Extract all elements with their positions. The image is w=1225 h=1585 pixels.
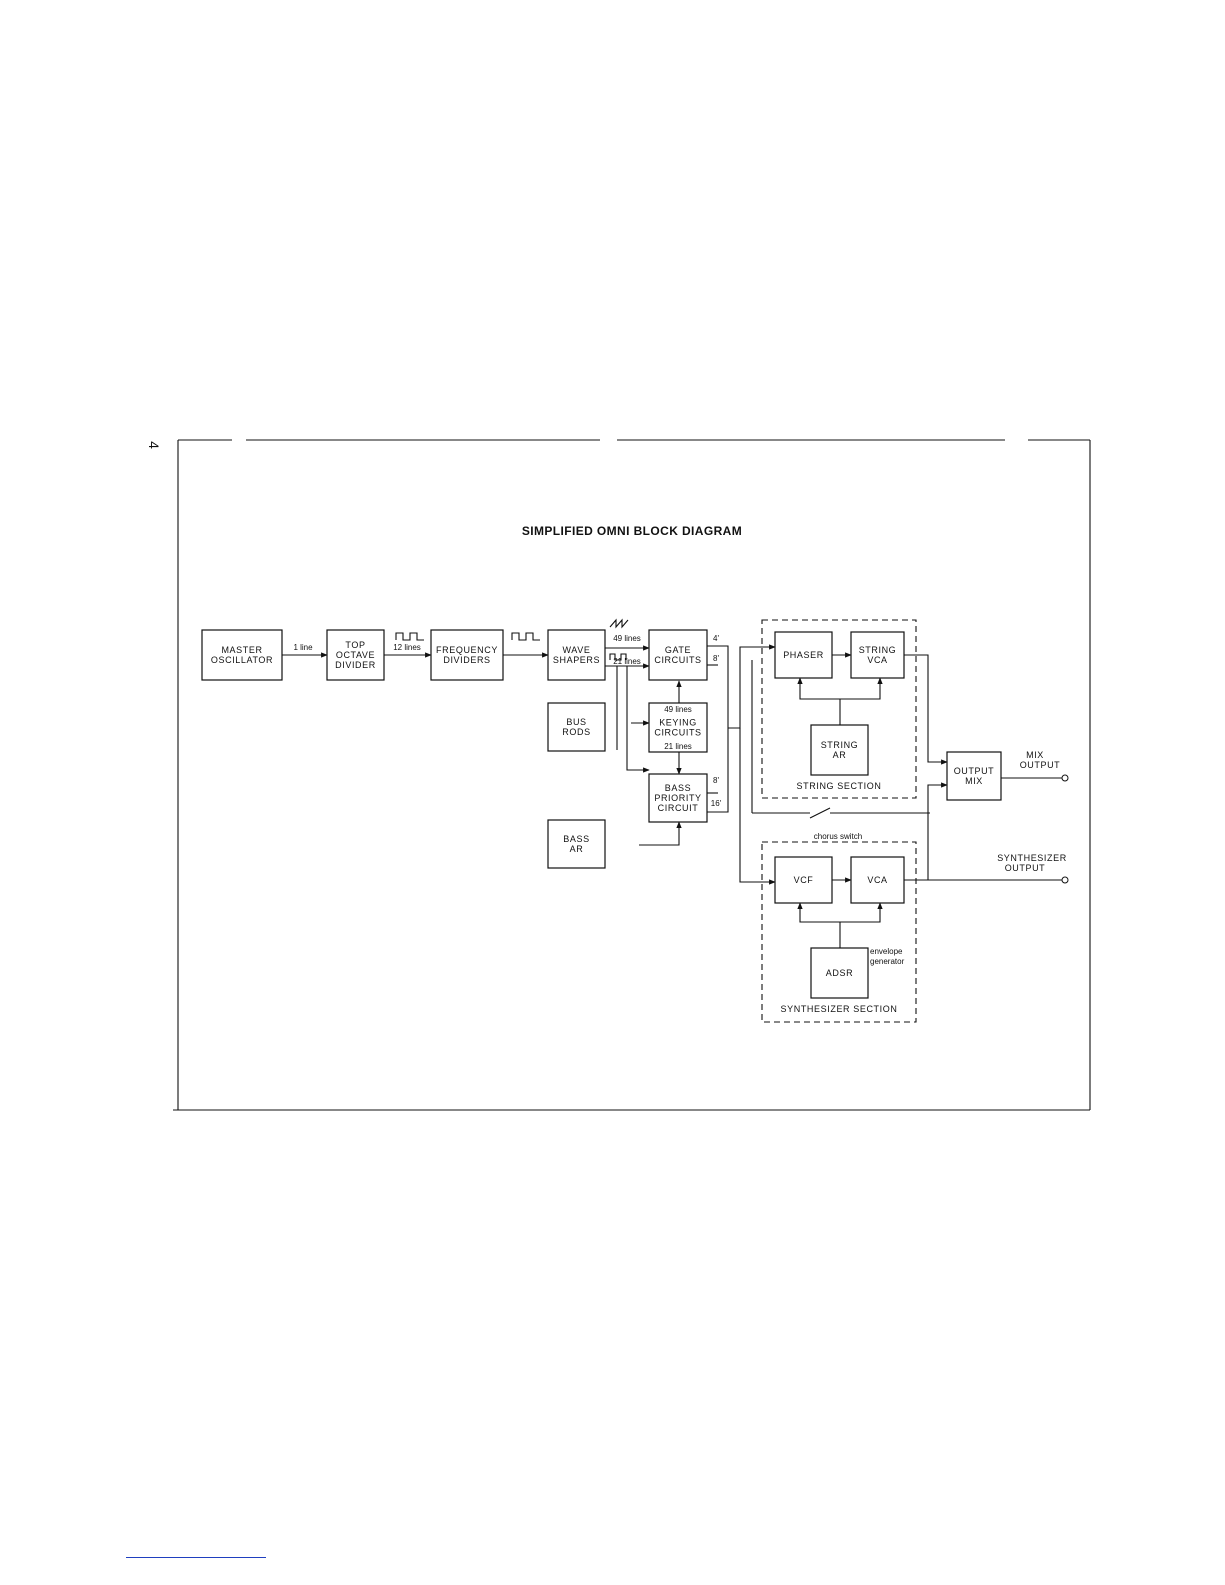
top-octave-divider-label: DIVIDER <box>335 660 376 670</box>
string-vca-label: VCA <box>867 655 887 665</box>
top-octave-divider-label: OCTAVE <box>336 650 375 660</box>
bass-priority-circuit-label: BASS <box>665 783 691 793</box>
section-labels-string-section-label: STRING SECTION <box>797 781 882 791</box>
bass-ar-label: AR <box>570 844 584 854</box>
footer-rule <box>126 1557 266 1558</box>
connections <box>282 644 1069 948</box>
outputs-synthesizer-output-0-label: SYNTHESIZER <box>997 853 1067 863</box>
diagram-frame <box>173 439 1091 1111</box>
master-oscillator-label: OSCILLATOR <box>211 655 273 665</box>
output-mix-label: MIX <box>965 776 983 786</box>
phaser-block: PHASER <box>774 631 833 679</box>
keying-circuits-label: KEYING <box>659 718 697 728</box>
vcf-block: VCF <box>774 856 833 904</box>
gate-circuits-label: GATE <box>665 645 691 655</box>
diagram-title: SIMPLIFIED OMNI BLOCK DIAGRAM <box>522 524 742 538</box>
line-labels-forty-nine-lines-top-label: 49 lines <box>613 634 641 643</box>
gate-circuits-label: CIRCUITS <box>654 655 701 665</box>
bass-priority-circuit-label: PRIORITY <box>654 793 701 803</box>
section-labels-envelope-generator-1-label: generator <box>870 957 905 966</box>
wave-shapers-label: SHAPERS <box>553 655 600 665</box>
vca-block: VCA <box>850 856 905 904</box>
string-section-box <box>761 619 917 799</box>
frequency-dividers-label: DIVIDERS <box>443 655 490 665</box>
string-vca-label: STRING <box>859 645 897 655</box>
line-labels-one-line-label: 1 line <box>293 643 313 652</box>
outputs-synthesizer-output-1-label: OUTPUT <box>1005 863 1046 873</box>
keying-circuits-label: CIRCUITS <box>654 728 701 738</box>
synthesizer-section-box <box>761 841 917 1023</box>
vcf-label: VCF <box>794 875 814 885</box>
master-oscillator-label: MASTER <box>221 645 262 655</box>
line-labels-twenty-one-lines-keying-label: 21 lines <box>664 742 692 751</box>
output-mix-label: OUTPUT <box>954 766 995 776</box>
frequency-dividers-label: FREQUENCY <box>436 645 498 655</box>
bus-rods-label: RODS <box>562 727 590 737</box>
string-ar-label: STRING <box>821 740 859 750</box>
adsr-block: ADSR <box>810 947 869 999</box>
line-labels-sixteen-ft-label: 16' <box>711 799 722 808</box>
section-labels-synthesizer-section-label: SYNTHESIZER SECTION <box>781 1004 898 1014</box>
top-octave-divider-label: TOP <box>345 640 365 650</box>
phaser-label: PHASER <box>783 650 824 660</box>
waveform-glyphs <box>395 618 629 661</box>
line-labels-four-ft-label: 4' <box>713 634 719 643</box>
section-labels-chorus-switch-label: chorus switch <box>814 832 862 841</box>
bass-priority-circuit-label: CIRCUIT <box>658 803 699 813</box>
line-labels-twenty-one-lines-top-label: 21 lines <box>613 657 641 666</box>
line-labels-forty-nine-lines-keying-label: 49 lines <box>664 705 692 714</box>
line-labels-eight-ft-gate-label: 8' <box>713 654 719 663</box>
string-ar-label: AR <box>833 750 847 760</box>
adsr-label: ADSR <box>826 968 853 978</box>
line-labels-eight-ft-bass-label: 8' <box>713 776 719 785</box>
vca-label: VCA <box>867 875 887 885</box>
outputs-mix-output-0-label: MIX <box>1026 750 1044 760</box>
bass-ar-label: BASS <box>563 834 589 844</box>
line-labels-twelve-lines-label: 12 lines <box>393 643 421 652</box>
wave-shapers-label: WAVE <box>563 645 591 655</box>
outputs-mix-output-1-label: OUTPUT <box>1020 760 1061 770</box>
section-labels-envelope-generator-0-label: envelope <box>870 947 903 956</box>
bus-rods-label: BUS <box>566 717 586 727</box>
